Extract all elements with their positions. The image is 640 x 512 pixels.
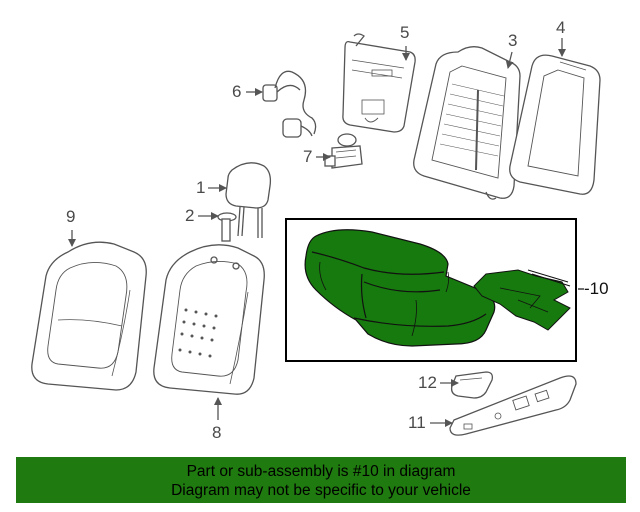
callout-9[interactable]: 9	[66, 207, 76, 226]
part-1-headrest[interactable]	[225, 162, 272, 238]
callout-1[interactable]: 1	[196, 178, 206, 197]
callout-10[interactable]: -10	[584, 279, 609, 298]
part-10-seat-cushion[interactable]	[304, 229, 496, 347]
part-7-actuator[interactable]	[324, 133, 363, 169]
callout-3[interactable]: 3	[508, 31, 518, 50]
part-3-back-frame[interactable]	[413, 46, 521, 200]
diagram-drawing	[31, 33, 601, 436]
part-11-side-shield[interactable]	[449, 375, 577, 436]
part-8-back-cushion[interactable]	[153, 244, 265, 395]
banner-line-1: Part or sub-assembly is #10 in diagram	[186, 463, 456, 480]
callout-11[interactable]: 11	[408, 413, 426, 432]
callout-12[interactable]: 12	[418, 373, 437, 392]
callout-5[interactable]: 5	[400, 23, 410, 42]
part-10-seat-heater-mat[interactable]	[473, 269, 571, 331]
parts-diagram: 5 3 4 6 7 1 2 9 -10 12 11 8	[31, 18, 609, 442]
part-4-back-cover[interactable]	[509, 54, 601, 195]
part-9-back-trim-cover[interactable]	[31, 241, 147, 391]
callout-2[interactable]: 2	[185, 206, 195, 225]
part-6-wire-harness[interactable]	[262, 70, 317, 138]
callout-6[interactable]: 6	[232, 82, 242, 101]
banner-line-2: Diagram may not be specific to your vehi…	[171, 482, 471, 499]
callout-7[interactable]: 7	[303, 147, 313, 166]
leader-lines	[68, 38, 566, 427]
part-12-trim-piece[interactable]	[450, 371, 494, 399]
callout-8[interactable]: 8	[212, 423, 222, 442]
callout-4[interactable]: 4	[556, 18, 566, 37]
part-2-guide[interactable]	[217, 212, 237, 242]
part-5-back-panel[interactable]	[342, 33, 416, 133]
info-banner: Part or sub-assembly is #10 in diagram D…	[16, 457, 626, 503]
